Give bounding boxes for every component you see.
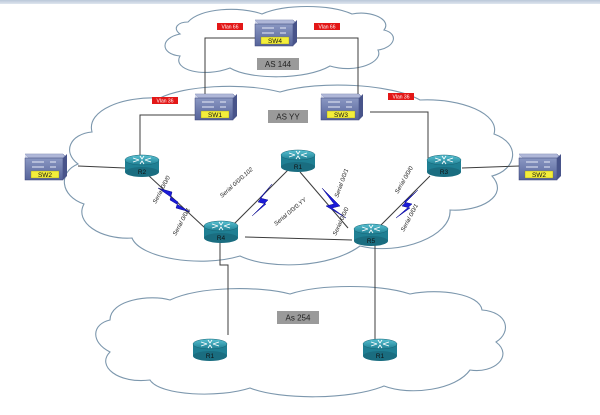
switch-sw1-label: SW1 — [208, 112, 222, 119]
asyy-label: AS YY — [268, 110, 308, 123]
vlan-tag-sw4-left: Vlan 66 — [217, 23, 243, 31]
serial-bolt-r3-r5 — [395, 189, 419, 219]
as144-label: AS 144 — [257, 58, 299, 70]
svg-text:AS YY: AS YY — [276, 113, 300, 122]
serial-bolt-r1-r5 — [321, 187, 347, 219]
serial-bolt-r1-r4 — [251, 183, 273, 217]
vlan-tag-sw3: Vlan 36 — [388, 93, 414, 101]
serial-bolt-r2-r4 — [157, 187, 191, 213]
switch-sw2-right-label: SW2 — [532, 172, 546, 179]
router-r1-top-label: R1 — [294, 164, 303, 171]
switch-sw2-left-label: SW2 — [38, 172, 52, 179]
router-r2[interactable]: R2 — [124, 154, 160, 178]
switch-sw3-label: SW3 — [334, 112, 348, 119]
router-r4[interactable]: R4 — [203, 220, 239, 244]
svg-text:Vlan 66: Vlan 66 — [319, 25, 336, 31]
switch-sw4-label: SW4 — [268, 38, 282, 45]
svg-text:AS 144: AS 144 — [265, 60, 292, 69]
cloud-as254 — [95, 285, 506, 398]
router-r5-label: R5 — [367, 238, 376, 245]
svg-text:Vlan 66: Vlan 66 — [222, 25, 239, 31]
switch-sw2-left[interactable]: SW2 — [24, 153, 68, 181]
ethernet-links — [77, 37, 521, 340]
svg-text:Vlan 36: Vlan 36 — [393, 95, 410, 101]
cloud-asyy — [63, 84, 514, 266]
router-r4-label: R4 — [217, 235, 226, 242]
switch-sw2-right[interactable]: SW2 — [518, 153, 562, 181]
router-r5[interactable]: R5 — [353, 223, 389, 247]
vlan-tag-sw4-right: Vlan 66 — [314, 23, 340, 31]
switch-sw4[interactable]: SW4 — [254, 19, 298, 47]
svg-text:Vlan 36: Vlan 36 — [157, 99, 174, 105]
router-r1-top[interactable]: R1 — [280, 149, 316, 173]
router-r3-label: R3 — [440, 169, 449, 176]
router-r1-bottom-right-label: R1 — [376, 353, 385, 360]
router-r3[interactable]: R3 — [426, 154, 462, 178]
router-r1-bottom-left-label: R1 — [206, 353, 215, 360]
svg-text:As 254: As 254 — [286, 314, 311, 323]
router-r1-bottom-right[interactable]: R1 — [362, 338, 398, 362]
router-r1-bottom-left[interactable]: R1 — [192, 338, 228, 362]
switch-sw1[interactable]: SW1 — [194, 93, 238, 121]
top-window-edge — [0, 0, 600, 4]
as254-label: As 254 — [277, 311, 319, 324]
switch-sw3[interactable]: SW3 — [320, 93, 364, 121]
router-r2-label: R2 — [138, 169, 147, 176]
vlan-tag-sw1: Vlan 36 — [152, 97, 178, 105]
serial-links — [147, 167, 431, 229]
